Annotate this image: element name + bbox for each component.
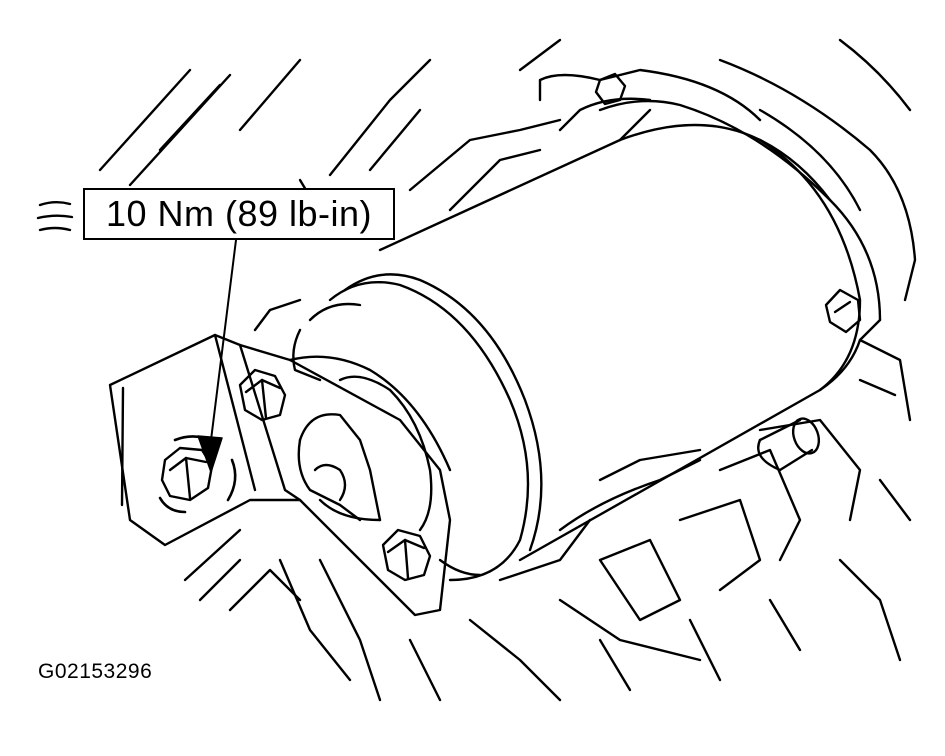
engine-block-background xyxy=(36,38,917,702)
torque-callout: 10 Nm (89 lb-in) xyxy=(83,188,395,240)
mounting-bracket xyxy=(108,333,452,617)
starter-motor-body xyxy=(378,99,882,562)
hex-bolt-icon xyxy=(158,435,237,514)
bracket-bolt-upper xyxy=(238,368,287,422)
pointer-arrow-icon xyxy=(197,239,237,473)
drive-end-flange xyxy=(288,273,543,582)
locating-pin xyxy=(757,417,821,472)
housing-bolt-top xyxy=(594,72,862,334)
torque-spec-label: 10 Nm (89 lb-in) xyxy=(105,193,373,234)
pinion-gear xyxy=(297,375,433,532)
figure-id-label: G02153296 xyxy=(38,660,153,683)
bracket-bolt-lower xyxy=(381,528,432,582)
